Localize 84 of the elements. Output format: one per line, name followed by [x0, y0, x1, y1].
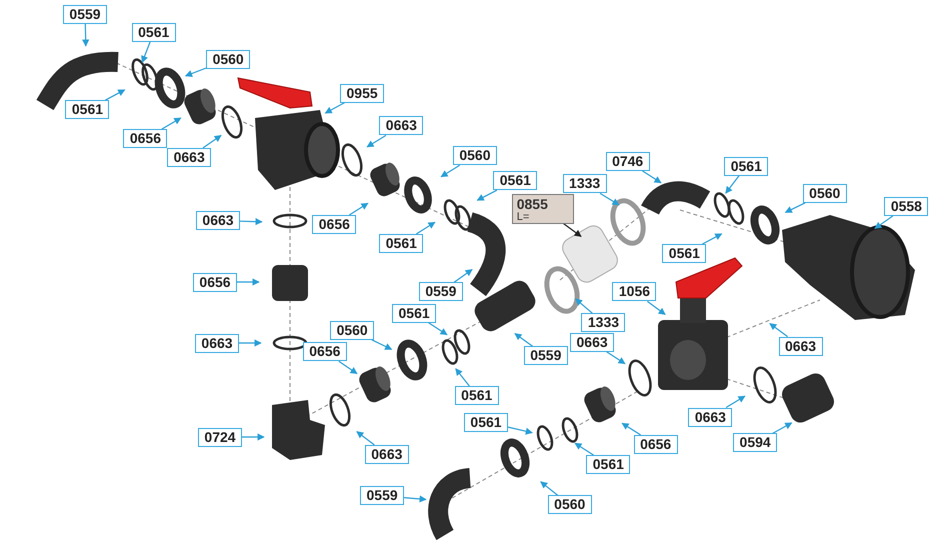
callout-number: 0663 — [364, 444, 409, 464]
leader-line — [239, 339, 262, 347]
leader-line — [416, 222, 436, 234]
callout-number: 0559 — [418, 282, 463, 302]
callout-number: 0561 — [662, 244, 706, 264]
leader-line — [508, 426, 533, 435]
callout-number: 0663 — [379, 116, 424, 136]
leader-line — [324, 102, 345, 114]
callout-number: 0663 — [778, 336, 823, 356]
leader-line — [647, 300, 666, 315]
callout-number: 0594 — [733, 433, 778, 452]
callout-number: 0663 — [195, 334, 239, 352]
leader-line — [202, 134, 222, 148]
callout-number: 1333 — [581, 313, 626, 332]
callout-number: 0560 — [206, 50, 250, 70]
callout-number: 0561 — [493, 171, 538, 190]
leader-line — [372, 339, 392, 350]
callout-number: 0561 — [586, 455, 630, 474]
callout-number: 0656 — [312, 214, 356, 234]
callout-number: 0561 — [132, 22, 176, 42]
leader-line — [784, 202, 806, 213]
callout-number: 0663 — [167, 148, 212, 167]
callout-number: 0561 — [65, 100, 110, 120]
leader-line — [575, 298, 593, 314]
leader-line — [184, 67, 206, 77]
leader-line — [338, 360, 358, 374]
leader-line — [455, 368, 470, 386]
callout-number: 0561 — [392, 304, 436, 323]
callout-number: 0559 — [360, 486, 404, 506]
leader-line — [82, 23, 90, 47]
callout-number: 0561 — [724, 156, 768, 176]
leader-line — [356, 431, 375, 446]
callout-number: 0561 — [379, 234, 424, 253]
callout-number: 0560 — [452, 146, 497, 166]
callout-number: 0724 — [198, 428, 242, 446]
callout-number: 1333 — [562, 174, 607, 194]
callout-number: 0955 — [340, 84, 384, 103]
callout-number: 0558 — [884, 196, 928, 216]
leader-line — [454, 269, 473, 283]
callout-number: 0560 — [802, 184, 847, 203]
callout-number: 0656 — [123, 129, 168, 148]
leader-line — [348, 202, 368, 216]
leader-line — [606, 351, 626, 364]
callout-number: 0559 — [63, 4, 107, 24]
leader-line — [105, 89, 126, 101]
leader-line — [622, 422, 642, 436]
note-box — [512, 194, 574, 224]
leader-line — [514, 333, 534, 347]
leader-line — [574, 442, 594, 456]
callout-number: 0663 — [688, 408, 732, 427]
callout-number: 0663 — [196, 211, 240, 230]
leader-line — [404, 495, 427, 503]
leader-line — [702, 233, 722, 245]
leader-line — [476, 190, 498, 201]
leader-line — [162, 117, 182, 130]
leader-line — [769, 323, 788, 338]
leader-line — [874, 215, 894, 229]
leader-line — [726, 396, 746, 408]
leader-line — [366, 134, 386, 148]
leader-line — [141, 42, 151, 64]
callout-number: 0746 — [606, 152, 650, 171]
leader-line — [563, 223, 582, 237]
callout-number: 0559 — [524, 346, 568, 366]
leader-line — [428, 322, 448, 336]
callout-number: 0656 — [634, 434, 678, 454]
leader-line — [642, 170, 662, 184]
callout-number: 0656 — [302, 342, 347, 362]
leader-line — [725, 175, 740, 194]
leader-line — [240, 218, 263, 226]
leader-line — [772, 422, 792, 434]
callout-number: 0560 — [548, 495, 592, 514]
callout-number: 0656 — [193, 272, 237, 292]
callout-number: 0663 — [570, 332, 614, 352]
part-number: 0855 — [516, 196, 549, 212]
callout-number: 0561 — [464, 412, 508, 432]
leader-line — [242, 433, 265, 441]
callout-number: 0561 — [454, 386, 499, 406]
leader-line — [440, 164, 460, 178]
leader-line — [237, 278, 260, 286]
callout-number: 1056 — [612, 282, 656, 302]
callout-number: 0560 — [330, 320, 374, 340]
leader-line — [600, 192, 620, 206]
leader-line — [540, 481, 558, 496]
length-note: L= — [516, 212, 530, 223]
